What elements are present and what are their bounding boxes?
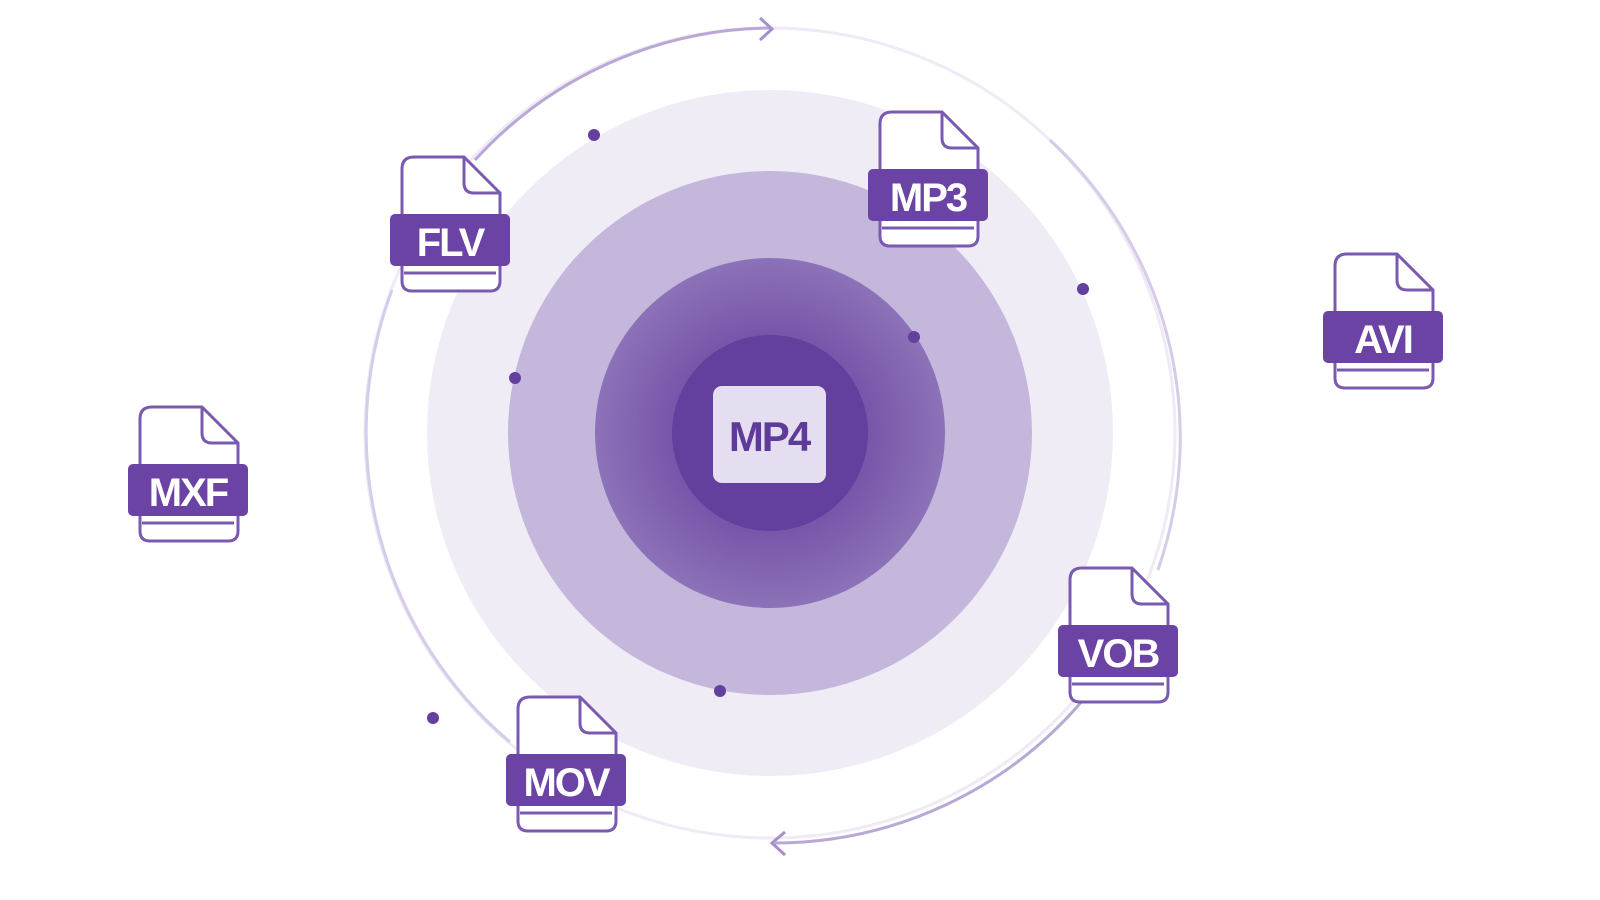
dot (908, 331, 920, 343)
format-label: VOB (1078, 632, 1160, 676)
bottom-arrow-arc (774, 699, 1085, 845)
top-arrowhead-icon (758, 16, 775, 42)
left-arc (364, 289, 511, 744)
dot (509, 372, 521, 384)
file-icon-vob: VOB (1056, 566, 1180, 704)
file-icon-mov: MOV (504, 695, 628, 833)
center-format-label: MP4 (729, 413, 812, 460)
dot (714, 685, 726, 697)
dot (588, 129, 600, 141)
top-arrow-arc (473, 26, 771, 162)
format-label: MP3 (890, 176, 967, 220)
orbit-dots (427, 129, 1089, 724)
right-arc (1048, 138, 1182, 571)
dot (1077, 283, 1089, 295)
format-label: FLV (417, 221, 486, 265)
file-icon-flv: FLV (388, 155, 512, 293)
file-icon-avi: AVI (1321, 252, 1445, 390)
format-label: AVI (1354, 318, 1412, 362)
format-label: MXF (149, 471, 228, 515)
format-label: MOV (523, 761, 610, 805)
center-badge: MP4 (713, 386, 826, 483)
file-icon-mxf: MXF (126, 405, 250, 543)
dot (427, 712, 439, 724)
file-icon-mp3: MP3 (866, 110, 990, 248)
bottom-arrowhead-icon (769, 830, 787, 857)
